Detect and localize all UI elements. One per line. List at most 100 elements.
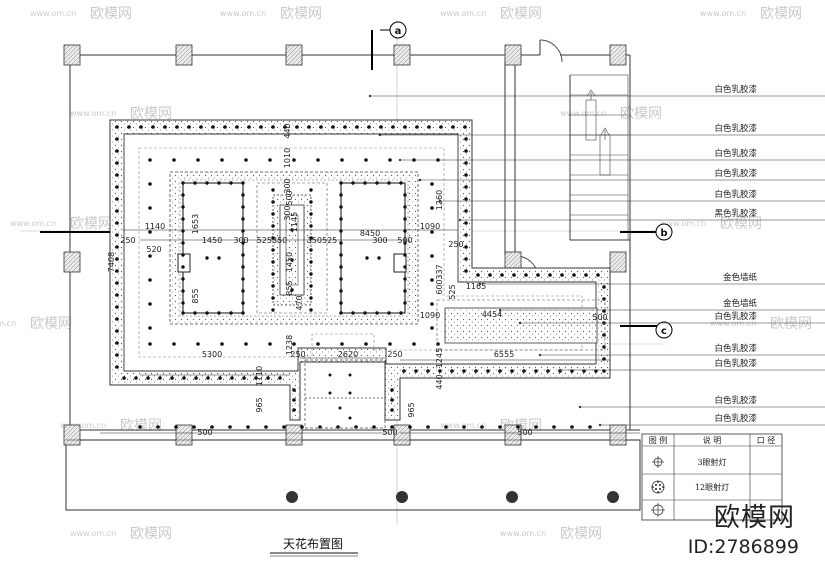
- perimeter-light-23: [391, 125, 395, 129]
- coffer-light-59: [403, 265, 407, 269]
- watermark-14: 欧模网: [560, 526, 602, 542]
- watermark-url-14: www.om.cn: [500, 529, 546, 538]
- staircase: [569, 74, 629, 241]
- coffer-light-39: [363, 311, 367, 315]
- column-11: [175, 424, 193, 446]
- dimension-label-29: 1090: [420, 311, 440, 320]
- leader-dot-7: [498, 308, 502, 312]
- perimeter-light-119: [156, 425, 160, 429]
- perimeter-light-22: [379, 125, 383, 129]
- coffer-light-61: [403, 277, 407, 281]
- perimeter-light-54: [464, 185, 468, 189]
- perimeter-light-143: [588, 425, 592, 429]
- perimeter-light-122: [210, 425, 214, 429]
- coffer-light-79: [309, 248, 313, 252]
- perimeter-light-81: [122, 376, 126, 380]
- dimension-label-20: 7408: [107, 252, 116, 272]
- legend-table: 图 例 说 明 口 径 3眼射灯 12眼射灯: [641, 433, 783, 521]
- perimeter-light-9: [223, 125, 227, 129]
- perimeter-light-109: [570, 369, 574, 373]
- annotation-label-10: 白色乳胶漆: [714, 358, 757, 369]
- coffer-light-32: [205, 256, 209, 260]
- perimeter-light-26: [427, 125, 431, 129]
- perimeter-light-181: [430, 302, 434, 306]
- perimeter-light-49: [115, 365, 119, 369]
- perimeter-light-139: [516, 425, 520, 429]
- coffer-light-92: [290, 288, 294, 292]
- perimeter-light-29: [463, 125, 467, 129]
- section-markers: a b c: [40, 21, 673, 339]
- column-3: [393, 44, 411, 66]
- watermark-1: 欧模网: [280, 6, 322, 22]
- coffer-light-7: [217, 311, 221, 315]
- watermark-10: 欧模网: [770, 316, 812, 332]
- perimeter-light-19: [343, 125, 347, 129]
- perimeter-light-113: [390, 388, 394, 392]
- coffer-light-65: [403, 301, 407, 305]
- legend-header-size: 口 径: [757, 435, 776, 445]
- perimeter-light-120: [174, 425, 178, 429]
- coffer-light-76: [271, 236, 275, 240]
- coffer-light-88: [271, 308, 275, 312]
- perimeter-light-156: [292, 158, 296, 162]
- perimeter-light-37: [115, 221, 119, 225]
- perimeter-light-180: [148, 302, 152, 306]
- leader-dot-5: [458, 218, 462, 222]
- legend-header-desc: 说 明: [703, 435, 722, 445]
- coffer-light-2: [193, 181, 197, 185]
- dimension-label-42: 965: [407, 402, 416, 417]
- perimeter-light-52: [464, 161, 468, 165]
- perimeter-light-98: [438, 369, 442, 373]
- dimension-label-6: 500: [285, 190, 294, 205]
- perimeter-light-142: [570, 425, 574, 429]
- annotation-label-0: 白色乳胶漆: [714, 84, 757, 95]
- annotation-label-7: 金色墙纸: [723, 298, 758, 309]
- coffer-light-42: [387, 181, 391, 185]
- legend-header-symbol: 图 例: [649, 435, 668, 445]
- drawing-title: 天花布置图: [270, 536, 358, 557]
- coffer-light-34: [339, 181, 343, 185]
- dimension-label-25: 600: [435, 279, 444, 294]
- perimeter-light-13: [271, 125, 275, 129]
- coffer-light-9: [229, 311, 233, 315]
- perimeter-light-165: [388, 342, 392, 346]
- watermark-url-3: www.om.cn: [70, 109, 116, 118]
- watermark-url-15: www.om.cn: [700, 9, 746, 18]
- coffer-light-60: [339, 277, 343, 281]
- column-4: [504, 44, 522, 66]
- perimeter-light-104: [510, 369, 514, 373]
- annotation-label-8: 白色乳胶漆: [714, 311, 757, 322]
- perimeter-light-163: [364, 342, 368, 346]
- perimeter-light-171: [430, 182, 434, 186]
- leader-dot-6: [478, 282, 482, 286]
- perimeter-light-106: [534, 369, 538, 373]
- coffer-light-66: [365, 256, 369, 260]
- perimeter-light-101: [474, 369, 478, 373]
- perimeter-light-114: [292, 398, 296, 402]
- perimeter-light-141: [552, 425, 556, 429]
- perimeter-light-39: [115, 245, 119, 249]
- perimeter-light-57: [464, 221, 468, 225]
- coffer-light-37: [351, 311, 355, 315]
- perimeter-light-17: [319, 125, 323, 129]
- coffer-light-57: [403, 253, 407, 257]
- perimeter-light-178: [148, 278, 152, 282]
- perimeter-light-4: [163, 125, 167, 129]
- coffer-light-20: [181, 241, 185, 245]
- perimeter-light-102: [486, 369, 490, 373]
- coffer-light-85: [309, 284, 313, 288]
- perimeter-light-7: [199, 125, 203, 129]
- dimension-label-10: 525350: [257, 236, 288, 245]
- perimeter-light-93: [266, 376, 270, 380]
- perimeter-light-50: [464, 137, 468, 141]
- section-tag-b: b: [660, 228, 667, 239]
- column-15: [609, 424, 627, 446]
- dimension-label-40: 965: [255, 397, 264, 412]
- perimeter-light-69: [560, 273, 564, 277]
- perimeter-light-53: [464, 173, 468, 177]
- coffer-light-54: [339, 241, 343, 245]
- perimeter-light-154: [268, 158, 272, 162]
- perimeter-light-62: [476, 273, 480, 277]
- coffer-light-55: [403, 241, 407, 245]
- coffer-light-86: [271, 296, 275, 300]
